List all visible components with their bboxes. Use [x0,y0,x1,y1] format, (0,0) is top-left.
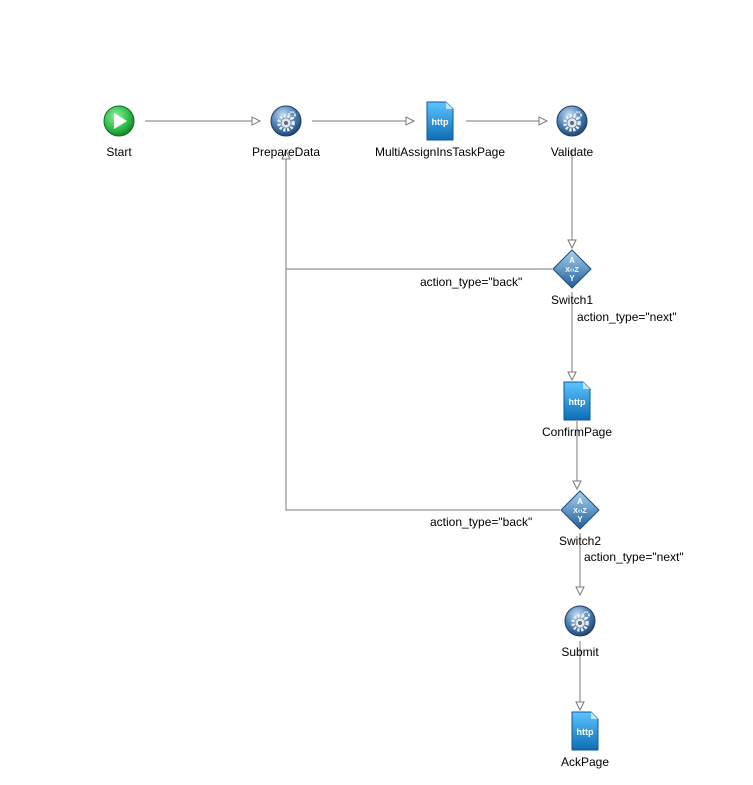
node-label: Submit [561,645,599,659]
edge-switch1-to-prepare[interactable]: action_type="back" [281,149,552,289]
play-icon [103,105,135,137]
edge-switch1-to-confirm[interactable]: action_type="next" [567,292,677,382]
edge-multi-to-validate[interactable] [466,116,549,126]
node-prepare[interactable]: PrepareData [252,105,320,159]
node-label: Switch1 [551,293,593,307]
node-validate[interactable]: Validate [551,105,594,159]
node-label: Start [106,145,132,159]
http-page-icon: http [426,101,454,141]
switch-icon-top: A [577,497,583,506]
arrowhead-icon [575,586,585,597]
switch-icon: A X‹›ZY [552,249,592,289]
arrowhead-icon [567,239,577,250]
node-switch1[interactable]: A X‹›ZY Switch1 [551,249,593,307]
arrowhead-icon [405,116,416,126]
node-label: Switch2 [559,534,601,548]
edge-label: action_type="next" [584,550,684,564]
arrowhead-icon [251,116,262,126]
edge-confirm-to-switch2[interactable] [572,421,582,491]
http-icon-text: http [569,397,586,407]
node-label: Validate [551,145,594,159]
edge-label: action_type="back" [420,275,522,289]
arrowhead-icon [281,149,291,160]
switch-icon-mid: X‹›Z [565,267,579,274]
gear-icon [556,105,588,137]
http-icon-text: http [577,727,594,737]
edge-label: action_type="back" [430,515,532,529]
http-icon-text: http [432,117,449,127]
edge-validate-to-switch1[interactable] [567,149,577,250]
http-page-icon: http [571,711,599,751]
node-label: PrepareData [252,145,320,159]
node-submit[interactable]: Submit [561,605,599,659]
node-start[interactable]: Start [103,105,135,159]
arrowhead-icon [538,116,549,126]
arrowhead-icon [567,371,577,382]
edge-label: action_type="next" [577,310,677,324]
node-label: MultiAssignInsTaskPage [375,145,505,159]
edge-submit-to-ack[interactable] [575,641,585,712]
edge-prepare-to-multi[interactable] [312,116,416,126]
switch-icon-top: A [569,256,575,265]
switch-icon-bottom: Y [569,274,575,283]
edge-line [285,269,560,511]
node-label: AckPage [561,755,609,769]
node-label: ConfirmPage [542,425,612,439]
node-switch2[interactable]: A X‹›ZY Switch2 [559,490,601,548]
switch-icon-mid: X‹›Z [573,508,587,515]
switch-icon: A X‹›ZY [560,490,600,530]
arrowhead-icon [575,701,585,712]
gear-icon [564,605,596,637]
edge-switch2-to-submit[interactable]: action_type="next" [575,533,684,597]
edge-switch2-to-prepare[interactable]: action_type="back" [285,269,560,529]
edge-start-to-prepare[interactable] [145,116,262,126]
http-page-icon: http [563,381,591,421]
gear-icon [270,105,302,137]
arrowhead-icon [572,480,582,491]
edge-line [285,151,552,270]
switch-icon-bottom: Y [577,515,583,524]
